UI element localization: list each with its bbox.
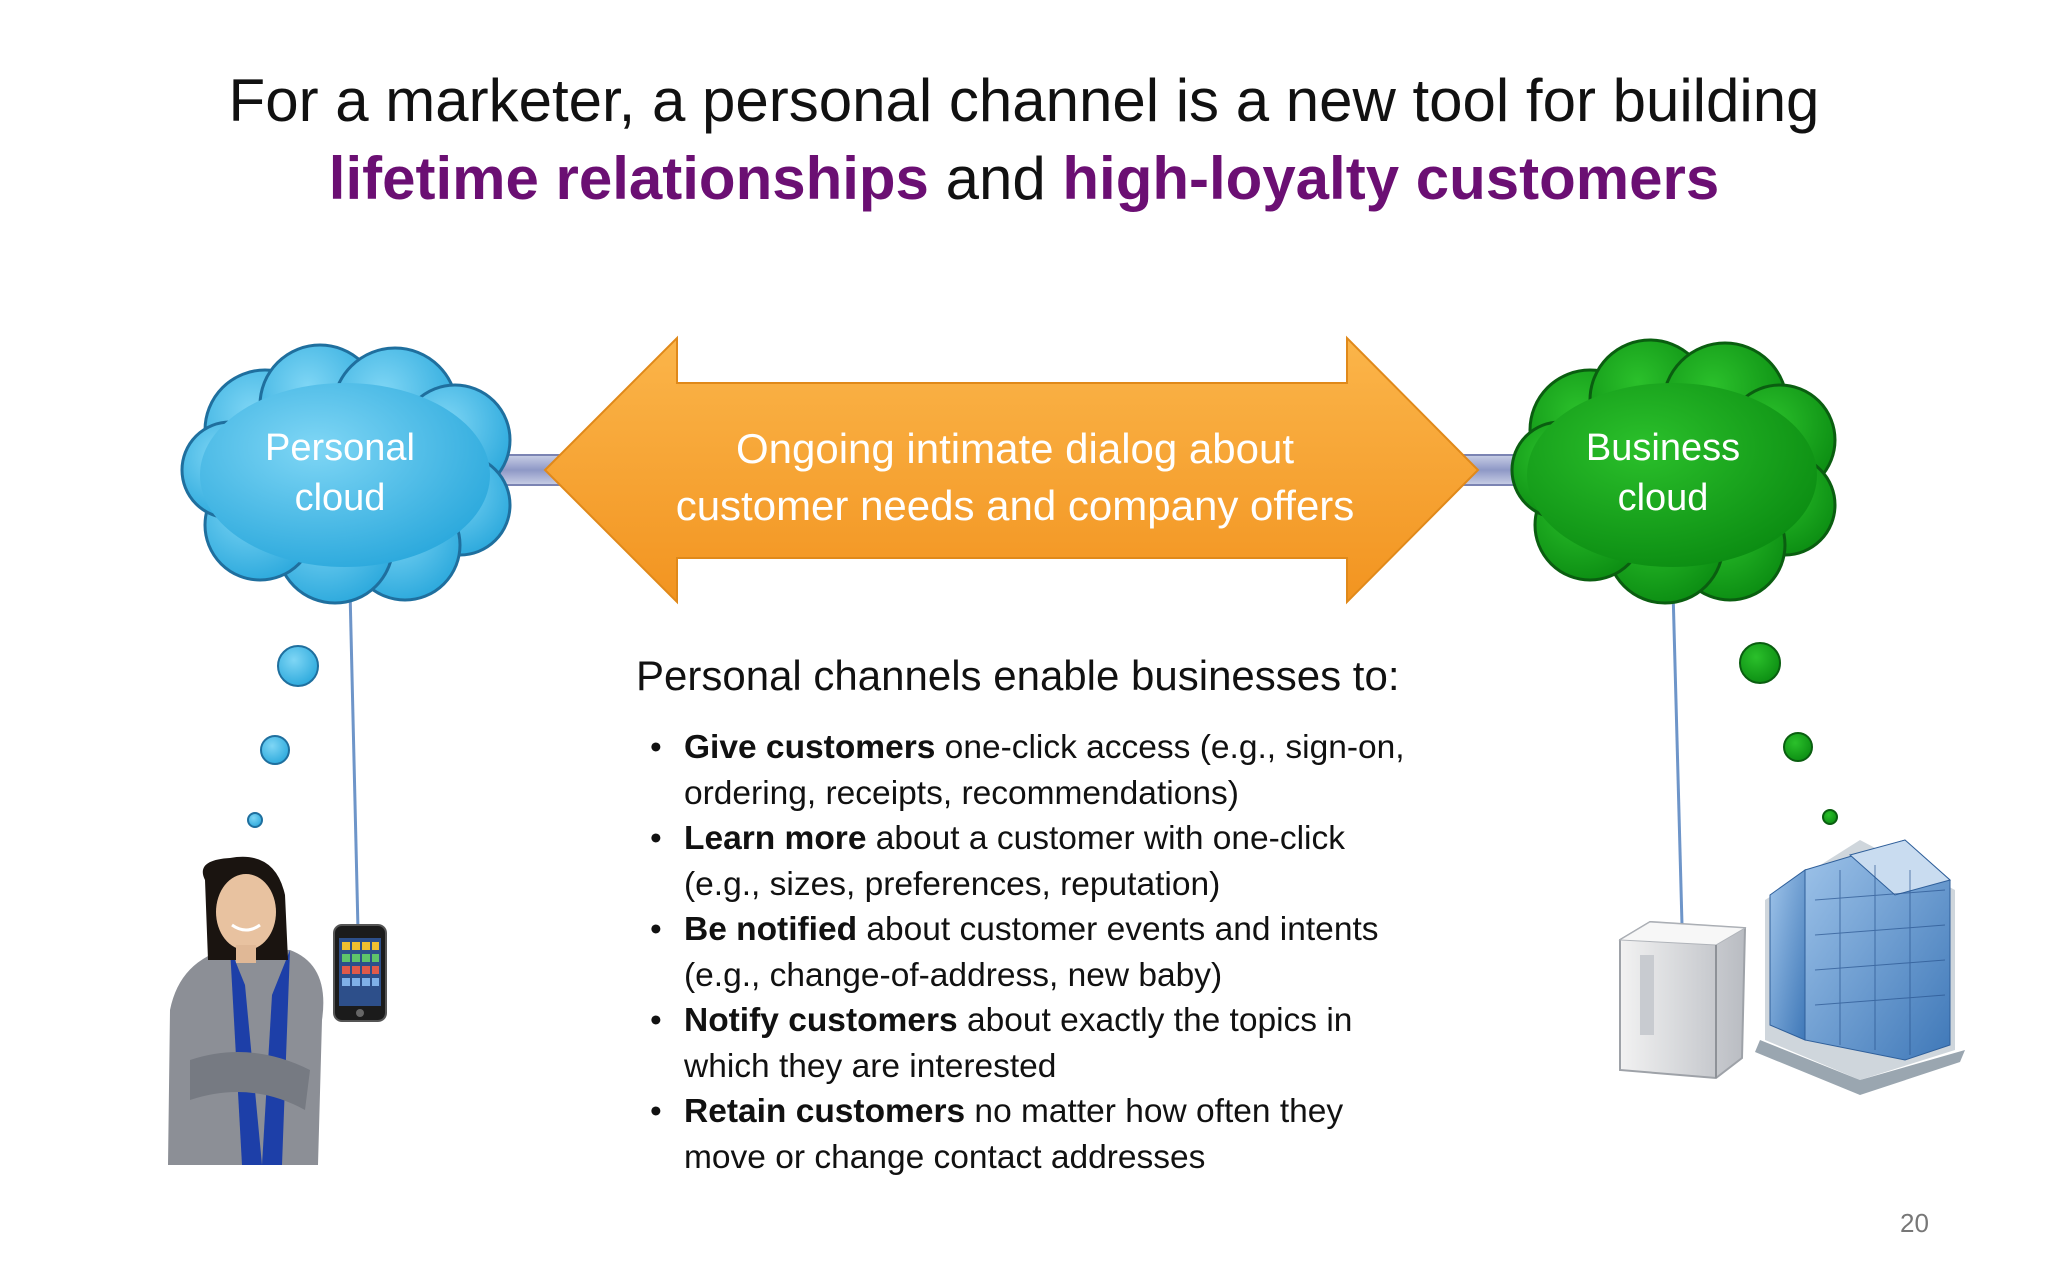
dialog-arrow-line-2: customer needs and company offers <box>675 482 1355 529</box>
personal-cloud-shape <box>180 343 512 605</box>
list-item-text: one-click access (e.g., sign-on, orderin… <box>684 729 1405 812</box>
dialog-arrow-label: Ongoing intimate dialog about customer n… <box>620 420 1410 534</box>
benefits-list: Give customers one-click access (e.g., s… <box>650 725 1410 1180</box>
server-icon <box>1618 920 1747 1080</box>
list-item: Be notified about customer events and in… <box>650 907 1410 998</box>
business-cloud-line-1: Business <box>1585 427 1741 469</box>
personal-cloud-label: Personal cloud <box>245 423 435 523</box>
personal-thought-line <box>348 589 360 931</box>
thought-bubble-small <box>247 812 263 828</box>
page-number: 20 <box>1900 1208 1929 1238</box>
list-lead: Personal channels enable businesses to: <box>636 652 1400 699</box>
thought-bubble-large <box>277 645 319 687</box>
list-item: Retain customers no matter how often the… <box>650 1089 1410 1180</box>
list-item: Notify customers about exactly the topic… <box>650 998 1410 1089</box>
list-item: Learn more about a customer with one-cli… <box>650 816 1410 907</box>
list-item-bold: Notify customers <box>684 1002 958 1039</box>
title-highlight-lifetime: lifetime relationships <box>328 145 929 212</box>
business-cloud-line-2: cloud <box>1617 477 1709 519</box>
personal-cloud-line-1: Personal <box>265 427 415 469</box>
title-line-2: lifetime relationships and high-loyalty … <box>0 140 2048 218</box>
list-item-bold: Learn more <box>684 820 867 857</box>
list-item-text: about customer events and intents (e.g.,… <box>684 911 1379 994</box>
business-cloud-label: Business cloud <box>1568 423 1758 523</box>
dialog-arrow <box>543 335 1480 605</box>
list-item-bold: Give customers <box>684 729 936 766</box>
title-highlight-loyalty: high-loyalty customers <box>1062 145 1720 212</box>
list-item: Give customers one-click access (e.g., s… <box>650 725 1410 816</box>
title-line-1: For a marketer, a personal channel is a … <box>228 67 1820 134</box>
thought-bubble-medium <box>1783 732 1813 762</box>
list-item-text: about a customer with one-click (e.g., s… <box>684 820 1345 903</box>
dialog-arrow-line-1: Ongoing intimate dialog about <box>735 425 1295 472</box>
office-building-icon <box>1755 839 1965 1095</box>
personal-cloud-line-2: cloud <box>294 477 386 519</box>
business-thought-line <box>1671 589 1684 926</box>
title-connector: and <box>928 145 1063 212</box>
thought-bubble-large <box>1739 642 1781 684</box>
smartphone-icon <box>333 924 387 1022</box>
slide-title: For a marketer, a personal channel is a … <box>0 62 2048 218</box>
thought-bubble-medium <box>260 735 290 765</box>
list-item-bold: Retain customers <box>684 1093 966 1130</box>
list-item-text: no matter how often they move or change … <box>684 1093 1344 1176</box>
business-cloud-shape <box>1510 338 1837 605</box>
list-item-text: about exactly the topics in which they a… <box>684 1002 1353 1085</box>
woman-photo <box>168 856 324 1165</box>
thought-bubble-small <box>1822 809 1838 825</box>
list-item-bold: Be notified <box>684 911 858 948</box>
